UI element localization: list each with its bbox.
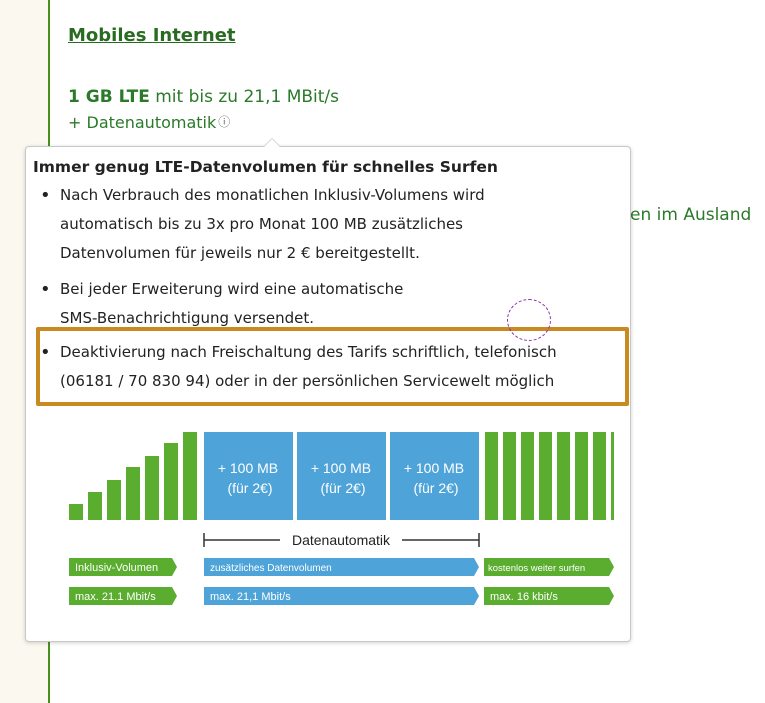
bullet-1-line-1: Nach Verbrauch des monatlichen Inklusiv-…: [60, 186, 485, 204]
green-bar: [485, 432, 498, 520]
info-icon[interactable]: ⓘ: [218, 115, 231, 129]
datenautomatik-label: + Datenautomatik: [68, 113, 217, 132]
block-2-line-1: + 100 MB: [311, 460, 371, 476]
datenautomatik-bracket: Datenautomatik: [203, 532, 480, 548]
tariff-volume: 1 GB LTE: [68, 87, 150, 107]
free-surf-bars: [485, 432, 614, 520]
green-bar: [145, 456, 159, 520]
green-bar: [611, 432, 614, 520]
block-2-line-2: (für 2€): [320, 480, 365, 496]
bullet-3-line-2: (06181 / 70 830 94) oder in der persönli…: [60, 372, 555, 390]
bullet-1-line-3: Datenvolumen für jeweils nur 2 € bereitg…: [60, 244, 420, 262]
bullet-3-line-1: Deaktivierung nach Freischaltung des Tar…: [60, 343, 557, 361]
row-1-left-label: Inklusiv-Volumen: [75, 562, 158, 574]
green-bar: [557, 432, 570, 520]
legend-row-1: Inklusiv-Volumen zusätzliches Datenvolum…: [69, 558, 614, 576]
green-bar: [539, 432, 552, 520]
bullet-2-line-2: SMS-Benachrichtigung versendet.: [60, 309, 315, 327]
highlight-box: [36, 327, 629, 406]
tooltip-bullet-1: Nach Verbrauch des monatlichen Inklusiv-…: [40, 181, 620, 268]
block-3-line-1: + 100 MB: [404, 460, 464, 476]
bracket-label: Datenautomatik: [292, 532, 391, 548]
tooltip-bullet-2: Bei jeder Erweiterung wird eine automati…: [40, 275, 620, 333]
blue-block: [297, 432, 386, 520]
green-bar: [126, 467, 140, 520]
green-bar: [521, 432, 534, 520]
row-2-middle-label: max. 21,1 Mbit/s: [210, 591, 291, 603]
cursor-indicator: [507, 299, 551, 341]
green-bar: [593, 432, 606, 520]
block-3-line-2: (für 2€): [413, 480, 458, 496]
tooltip-bullet-3: Deaktivierung nach Freischaltung des Tar…: [40, 338, 620, 396]
datenautomatik-diagram: + 100 MB (für 2€) + 100 MB (für 2€) + 10…: [69, 432, 614, 605]
inklusiv-volume-bars: [69, 432, 197, 520]
row-2-left-label: max. 21.1 Mbit/s: [75, 591, 156, 603]
green-bar: [575, 432, 588, 520]
mobiles-internet-link[interactable]: Mobiles Internet: [68, 25, 236, 46]
block-1-line-2: (für 2€): [227, 480, 272, 496]
datenautomatik-tooltip: Immer genug LTE-Datenvolumen für schnell…: [25, 138, 631, 642]
row-1-middle-label: zusätzliches Datenvolumen: [210, 563, 332, 574]
tooltip-arrow: [263, 138, 281, 147]
bullet-1-line-2: automatisch bis zu 3x pro Monat 100 MB z…: [60, 215, 464, 233]
roaming-text-partial: en im Ausland: [630, 205, 752, 225]
tooltip-title: Immer genug LTE-Datenvolumen für schnell…: [33, 158, 498, 176]
green-bar: [107, 480, 121, 520]
tariff-description: 1 GB LTE mit bis zu 21,1 MBit/s: [68, 87, 339, 107]
green-bar: [69, 504, 83, 520]
green-bar: [164, 443, 178, 520]
extra-volume-blocks: + 100 MB (für 2€) + 100 MB (für 2€) + 10…: [204, 432, 479, 520]
block-1-line-1: + 100 MB: [218, 460, 278, 476]
green-bar: [183, 432, 197, 520]
legend-row-2: max. 21.1 Mbit/s max. 21,1 Mbit/s max. 1…: [69, 587, 614, 605]
blue-block: [204, 432, 293, 520]
green-bar: [503, 432, 516, 520]
row-2-right-label: max. 16 kbit/s: [490, 591, 558, 603]
blue-block: [390, 432, 479, 520]
row-1-right-label: kostenlos weiter surfen: [488, 563, 585, 574]
tariff-speed: mit bis zu 21,1 MBit/s: [149, 87, 340, 107]
bullet-2-line-1: Bei jeder Erweiterung wird eine automati…: [60, 280, 404, 298]
green-bar: [88, 492, 102, 520]
